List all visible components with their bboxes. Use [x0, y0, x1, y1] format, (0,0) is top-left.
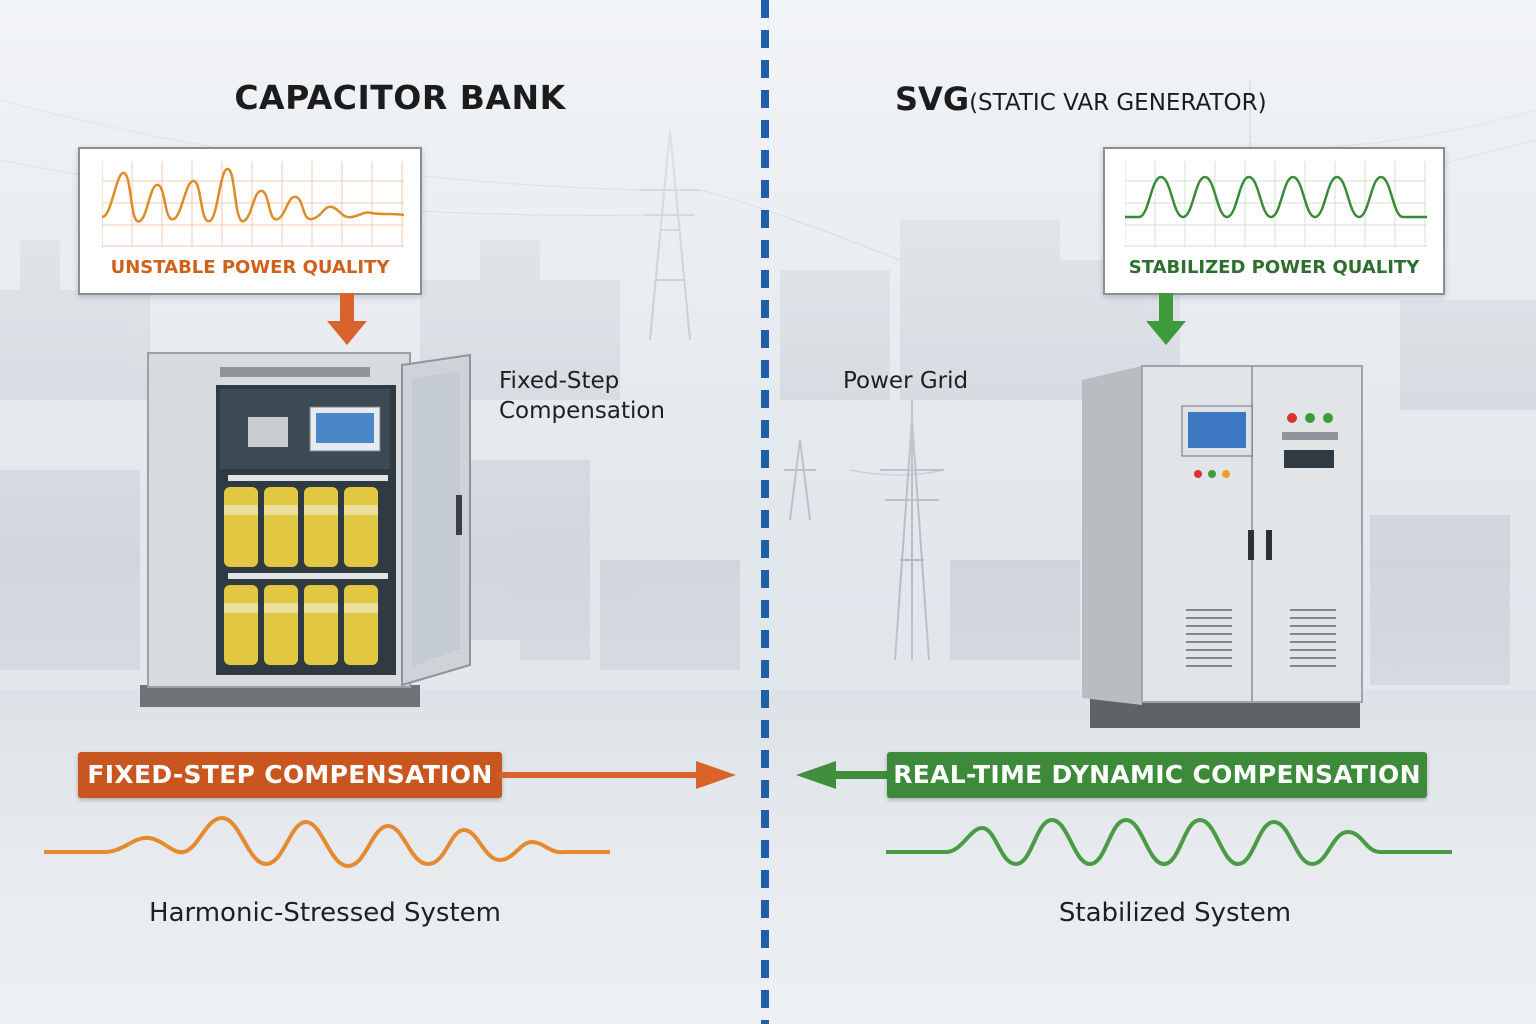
green-down-arrow: [1146, 293, 1186, 345]
capacitor-bank-cabinet-icon: [140, 352, 471, 707]
unstable-caption: UNSTABLE POWER QUALITY: [110, 257, 390, 278]
fixed-step-side-label: Fixed-Step Compensation: [499, 368, 665, 424]
stable-caption: STABILIZED POWER QUALITY: [1128, 257, 1420, 278]
harmonic-wave-icon: [44, 815, 610, 869]
svg-cabinet-icon: [1082, 365, 1363, 728]
unstable-waveform-line: [102, 167, 404, 223]
capacitor-bank-title: CAPACITOR BANK: [234, 78, 566, 117]
stable-waveform-line: [1125, 175, 1427, 219]
svg-title-main: SVG: [895, 80, 970, 118]
stabilized-wave-icon: [886, 817, 1452, 867]
power-grid-label: Power Grid: [843, 368, 969, 394]
harmonic-stressed-label: Harmonic-Stressed System: [149, 898, 501, 928]
unstable-waveform-chart: [102, 161, 404, 247]
real-time-banner: REAL-TIME DYNAMIC COMPENSATION: [887, 752, 1427, 798]
green-left-arrow: [796, 761, 892, 789]
fixed-step-banner: FIXED-STEP COMPENSATION: [78, 752, 502, 798]
stable-waveform-panel: STABILIZED POWER QUALITY: [1103, 147, 1445, 295]
svg-title: SVG(STATIC VAR GENERATOR): [895, 80, 1267, 118]
center-divider: [761, 0, 769, 1024]
stable-waveform-chart: [1125, 161, 1427, 247]
svg-title-sub: (STATIC VAR GENERATOR): [969, 90, 1267, 116]
capacitor-cans: [224, 487, 378, 665]
orange-down-arrow: [327, 293, 367, 345]
stabilized-system-label: Stabilized System: [1058, 898, 1292, 928]
orange-right-arrow: [500, 761, 736, 789]
unstable-waveform-panel: UNSTABLE POWER QUALITY: [78, 147, 422, 295]
